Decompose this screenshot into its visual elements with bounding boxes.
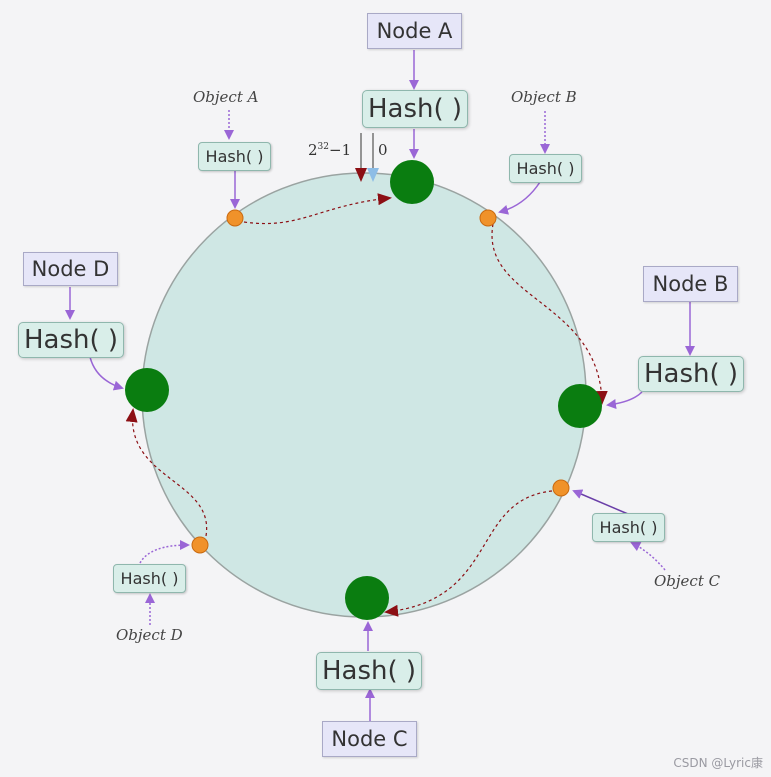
watermark: CSDN @Lyric康 xyxy=(673,756,763,770)
object-a-label: Object A xyxy=(193,88,259,106)
node-c-hash-box: Hash( ) xyxy=(316,652,422,690)
hash-to-object-d-arrow xyxy=(139,540,190,564)
object-d-path xyxy=(125,408,208,537)
object-c-hash-box: Hash( ) xyxy=(592,513,665,542)
node-d-label: Node D xyxy=(23,252,118,286)
object-d-hash-box: Hash( ) xyxy=(113,564,186,593)
node-a-label: Node A xyxy=(367,13,462,49)
object-c-label: Object C xyxy=(654,572,721,590)
ring-max-base: 2 xyxy=(308,141,318,159)
object-a-dot xyxy=(226,209,244,227)
hash-to-node-d-arrow xyxy=(89,356,124,391)
node-b-dot xyxy=(558,384,602,428)
node-b-label: Node B xyxy=(643,266,738,302)
ring-max-exponent: 32 xyxy=(317,142,329,152)
ring-max-pointer xyxy=(355,168,367,182)
hash-ring xyxy=(141,172,587,618)
node-d-hash-box: Hash( ) xyxy=(18,322,124,358)
object-a-hash-box: Hash( ) xyxy=(198,142,271,171)
object-d-label: Object D xyxy=(116,626,183,644)
hash-to-node-b-arrow xyxy=(606,391,643,409)
object-b-label: Object B xyxy=(511,88,577,106)
object-a-path xyxy=(243,193,392,225)
node-c-dot xyxy=(345,576,389,620)
hash-to-object-b-arrow xyxy=(498,181,541,215)
node-a-hash-box: Hash( ) xyxy=(362,90,468,128)
object-b-path xyxy=(491,223,608,405)
ring-zero-label: 0 xyxy=(378,141,388,159)
node-c-label: Node C xyxy=(322,721,417,757)
ring-max-label: 232−1 xyxy=(308,141,351,159)
object-b-hash-box: Hash( ) xyxy=(509,154,582,183)
hash-to-object-c-arrow xyxy=(572,489,629,515)
node-d-dot xyxy=(125,368,169,412)
object-c-path xyxy=(384,490,553,617)
object-d-dot xyxy=(191,536,209,554)
object-c-dot xyxy=(552,479,570,497)
ring-max-suffix: −1 xyxy=(329,141,352,159)
node-a-dot xyxy=(390,160,434,204)
object-c-to-hash-arrow xyxy=(630,542,666,571)
object-b-dot xyxy=(479,209,497,227)
ring-zero-pointer xyxy=(367,168,379,182)
node-b-hash-box: Hash( ) xyxy=(638,356,744,392)
